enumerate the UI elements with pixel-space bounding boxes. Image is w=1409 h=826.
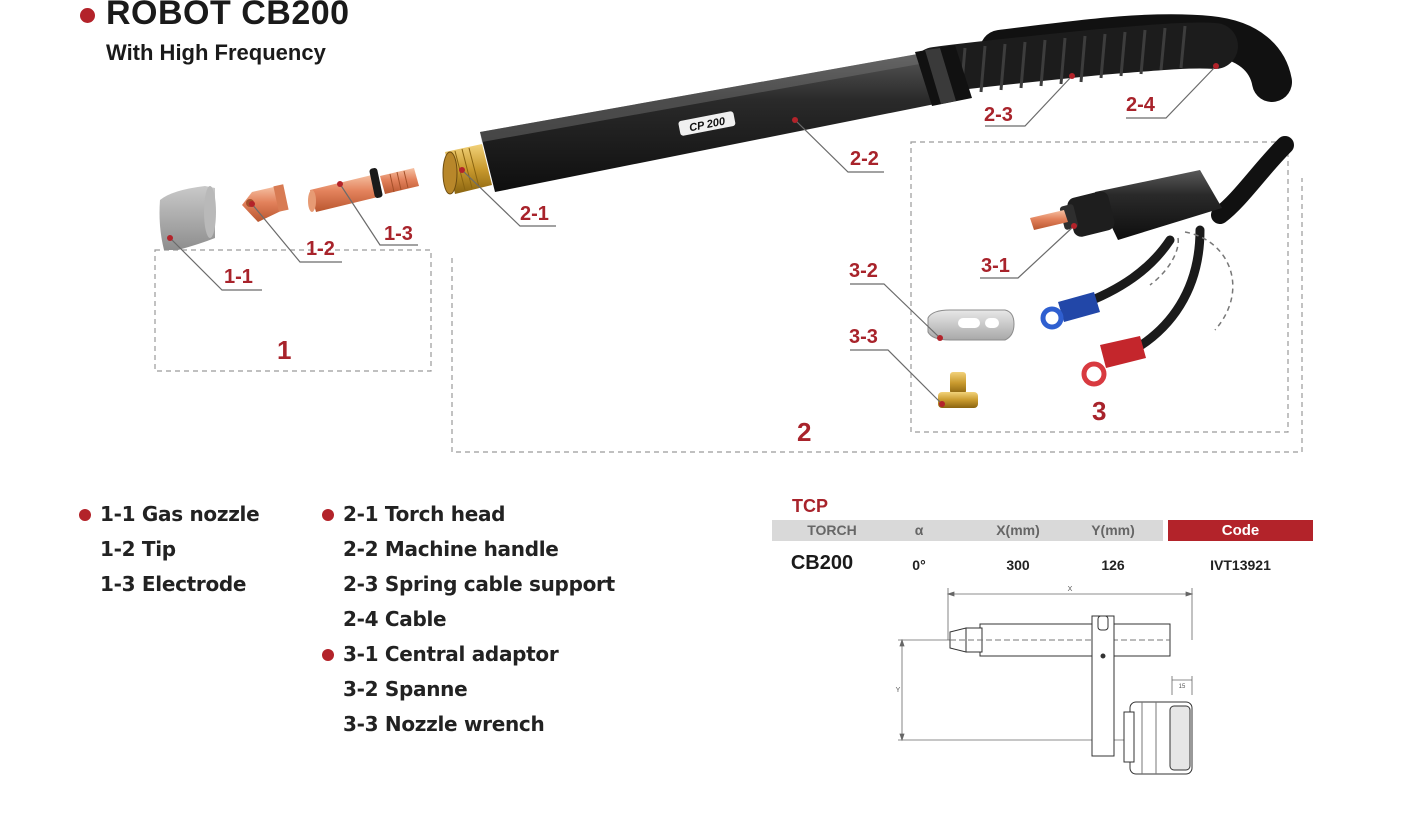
legend-item: 2-3 Spring cable support — [343, 572, 615, 596]
blue-terminal — [1040, 292, 1100, 330]
leader-dots — [167, 63, 1219, 407]
dim-small-label: 15 — [1179, 684, 1186, 690]
spring-cable-support — [912, 22, 1238, 93]
tcp-cell-alpha: 0° — [912, 557, 926, 573]
gas-nozzle — [159, 186, 216, 250]
tcp-col-code: Code — [1168, 520, 1313, 541]
callout-1-1: 1-1 — [224, 266, 253, 288]
tcp-label: TCP — [792, 496, 828, 516]
tcp-col-alpha: α — [914, 522, 924, 538]
group-number-3: 3 — [1092, 396, 1107, 426]
tcp-cell-x: 300 — [1006, 557, 1030, 573]
page-subtitle: With High Frequency — [106, 40, 326, 65]
tcp-col-x: X(mm) — [996, 522, 1040, 538]
callout-1-2: 1-2 — [306, 238, 335, 260]
tcp-header-bar — [772, 520, 1163, 541]
tcp-technical-drawing: X Y 15 — [896, 586, 1194, 775]
dim-x-label: X — [1068, 586, 1073, 593]
legend-item: 2-4 Cable — [343, 607, 447, 631]
callout-2-1: 2-1 — [520, 203, 549, 225]
product-exploded-diagram: CP 200 — [154, 14, 1303, 453]
spanner — [927, 309, 1015, 341]
callout-3-2: 3-2 — [849, 260, 878, 282]
nozzle-wrench — [938, 372, 978, 408]
legend-item: 2-1 Torch head — [343, 502, 506, 526]
callout-2-4: 2-4 — [1126, 94, 1155, 116]
callout-3-3: 3-3 — [849, 326, 878, 348]
leader-lines — [169, 65, 1217, 405]
group-number-1: 1 — [277, 335, 292, 365]
tcp-cell-code: IVT13921 — [1210, 557, 1271, 573]
legend-bullet-group2 — [322, 509, 334, 521]
group-box-3 — [910, 141, 1289, 433]
group-number-2: 2 — [797, 417, 812, 447]
page-title: ROBOT CB200 — [106, 0, 350, 32]
tcp-col-torch: TORCH — [807, 522, 857, 538]
legend-bullet-group1 — [79, 509, 91, 521]
callout-3-1: 3-1 — [981, 255, 1010, 277]
dim-y-label: Y — [896, 687, 901, 694]
lead-red-cable — [1125, 225, 1205, 357]
legend-bullet-group3 — [322, 649, 334, 661]
callout-1-3: 1-3 — [384, 223, 413, 245]
title-bullet — [80, 8, 95, 23]
red-terminal — [1081, 336, 1146, 387]
tcp-cell-y: 126 — [1101, 557, 1125, 573]
central-adaptor — [1030, 136, 1294, 240]
electrode — [308, 168, 419, 212]
group-box-2 — [451, 178, 1303, 453]
legend-item: 3-1 Central adaptor — [343, 642, 559, 666]
legend-item: 3-3 Nozzle wrench — [343, 712, 545, 736]
callout-2-3: 2-3 — [984, 104, 1013, 126]
spring-coils — [959, 25, 1187, 95]
legend-item: 1-2 Tip — [100, 537, 176, 561]
legend-item: 1-1 Gas nozzle — [100, 502, 260, 526]
legend-item: 1-3 Electrode — [100, 572, 247, 596]
tip — [242, 184, 289, 222]
tcp-col-y: Y(mm) — [1091, 522, 1135, 538]
tcp-cell-torch: CB200 — [790, 552, 854, 574]
legend-item: 2-2 Machine handle — [343, 537, 559, 561]
legend-item: 3-2 Spanne — [343, 677, 468, 701]
group-box-1 — [154, 249, 432, 372]
callout-2-2: 2-2 — [850, 148, 879, 170]
